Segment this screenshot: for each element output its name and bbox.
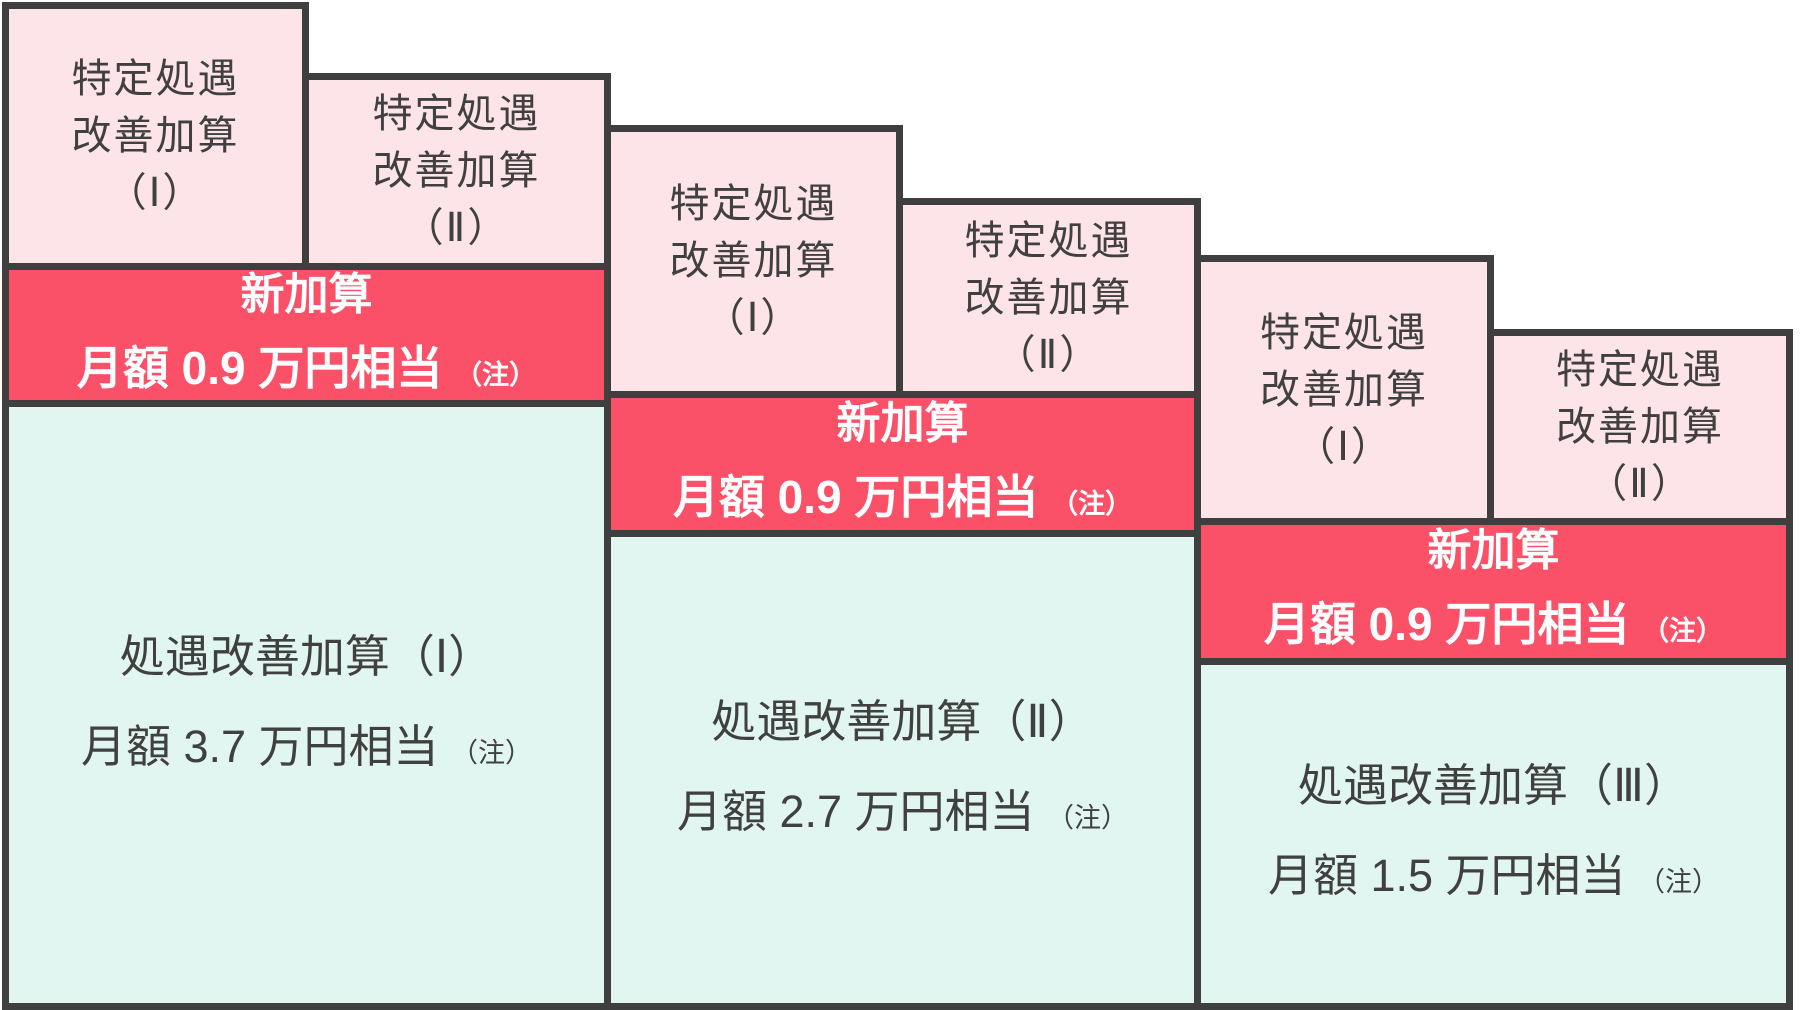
new-addition-amount: 月額 0.9 万円相当 （注） <box>672 470 1133 523</box>
specified-treatment-improvement-1-box-step3: 特定処遇 改善加算 （Ⅰ） <box>1194 255 1494 525</box>
specified-improvement-2-label: 特定処遇 改善加算 （Ⅱ） <box>372 92 541 250</box>
base-improvement-amount: 月額 3.7 万円相当 （注） <box>80 721 533 772</box>
note-mark: （注） <box>1047 803 1129 833</box>
specified-improvement-2-label: 特定処遇 改善加算 （Ⅱ） <box>1556 347 1724 506</box>
new-addition-title: 新加算 <box>1427 526 1560 575</box>
new-addition-title: 新加算 <box>836 398 969 448</box>
note-mark: （注） <box>1642 616 1724 646</box>
base-treatment-improvement-box-step2: 処遇改善加算（Ⅱ） 月額 2.7 万円相当 （注） <box>604 530 1201 1010</box>
specified-improvement-1-label: 特定処遇 改善加算 （Ⅰ） <box>1260 310 1428 469</box>
new-addition-amount: 月額 0.9 万円相当 （注） <box>1263 598 1724 650</box>
new-addition-band-step2: 新加算 月額 0.9 万円相当 （注） <box>604 391 1201 537</box>
new-addition-band-step3: 新加算 月額 0.9 万円相当 （注） <box>1194 518 1793 665</box>
specified-treatment-improvement-1-box-step1: 特定処遇 改善加算 （Ⅰ） <box>2 2 309 270</box>
note-mark: （注） <box>451 738 533 768</box>
base-improvement-name: 処遇改善加算（Ⅱ） <box>711 696 1094 747</box>
specified-improvement-2-label: 特定処遇 改善加算 （Ⅱ） <box>964 218 1133 377</box>
new-addition-amount: 月額 0.9 万円相当 （注） <box>76 341 537 394</box>
specified-treatment-improvement-1-box-step2: 特定処遇 改善加算 （Ⅰ） <box>604 125 903 398</box>
new-addition-band-step1: 新加算 月額 0.9 万円相当 （注） <box>2 263 611 407</box>
base-treatment-improvement-box-step3: 処遇改善加算（Ⅲ） 月額 1.5 万円相当 （注） <box>1194 658 1793 1010</box>
new-addition-title: 新加算 <box>240 269 373 319</box>
note-mark: （注） <box>455 359 537 390</box>
base-improvement-name: 処遇改善加算（Ⅲ） <box>1297 760 1690 811</box>
note-mark: （注） <box>1051 488 1133 519</box>
base-treatment-improvement-box-step1: 処遇改善加算（Ⅰ） 月額 3.7 万円相当 （注） <box>2 400 611 1010</box>
note-mark: （注） <box>1638 867 1720 897</box>
specified-treatment-improvement-2-box-step3: 特定処遇 改善加算 （Ⅱ） <box>1487 329 1793 525</box>
specified-improvement-1-label: 特定処遇 改善加算 （Ⅰ） <box>71 56 240 215</box>
base-improvement-amount: 月額 1.5 万円相当 （注） <box>1267 850 1720 901</box>
specified-treatment-improvement-2-box-step2: 特定処遇 改善加算 （Ⅱ） <box>896 198 1201 398</box>
specified-treatment-improvement-2-box-step1: 特定処遇 改善加算 （Ⅱ） <box>302 73 611 270</box>
specified-improvement-1-label: 特定処遇 改善加算 （Ⅰ） <box>669 182 838 340</box>
base-improvement-name: 処遇改善加算（Ⅰ） <box>119 631 494 682</box>
base-improvement-amount: 月額 2.7 万円相当 （注） <box>676 786 1129 837</box>
